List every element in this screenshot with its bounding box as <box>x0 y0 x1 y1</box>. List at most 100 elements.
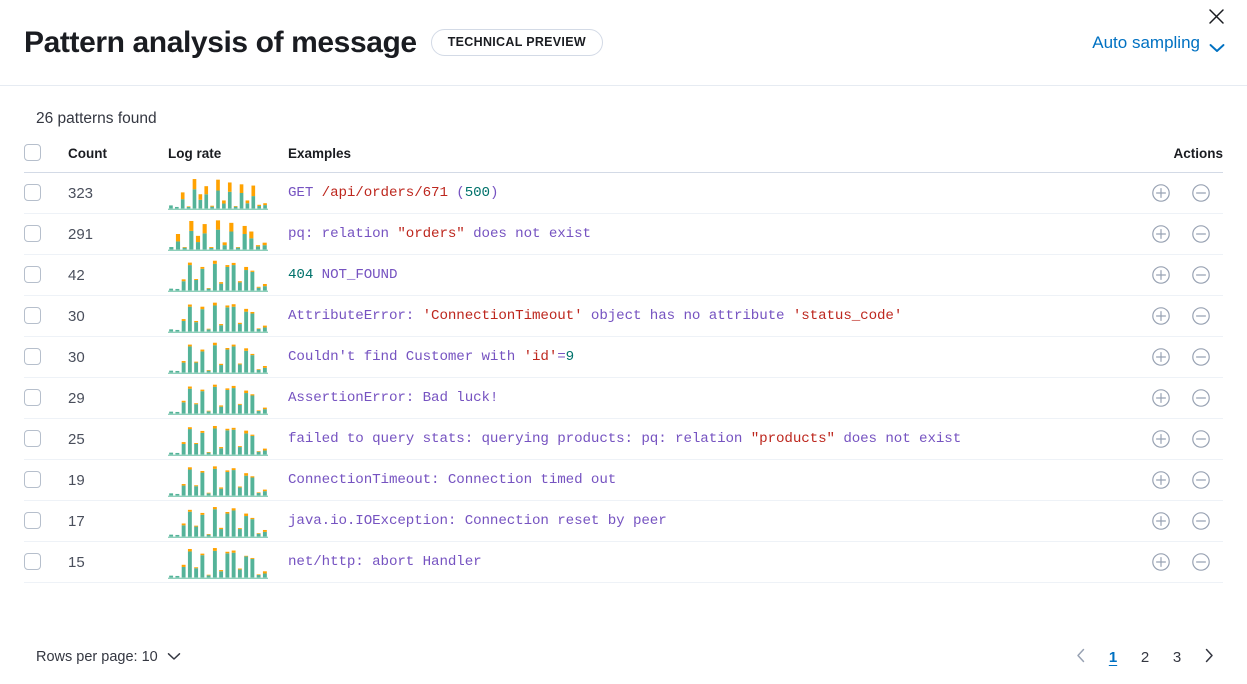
remove-filter-button[interactable] <box>1181 388 1221 408</box>
pagination-page-1[interactable]: 1 <box>1099 643 1127 671</box>
panel-body: 26 patterns found Count Log rate Example… <box>0 86 1247 583</box>
row-select-cell <box>24 254 68 296</box>
row-log-rate-sparkline <box>168 418 288 460</box>
row-example: AssertionError: Bad luck! <box>288 377 1103 419</box>
add-filter-button[interactable] <box>1141 306 1181 326</box>
remove-filter-button[interactable] <box>1181 347 1221 367</box>
header-actions: Auto sampling <box>1092 33 1225 53</box>
row-checkbox[interactable] <box>24 307 41 325</box>
minus-in-circle-icon <box>1191 225 1211 247</box>
row-select-cell <box>24 295 68 337</box>
page-title: Pattern analysis of message <box>24 25 417 59</box>
row-log-rate-sparkline <box>168 500 288 542</box>
pagination-page-2[interactable]: 2 <box>1131 643 1159 671</box>
row-log-rate-sparkline <box>168 172 288 214</box>
row-select-cell <box>24 459 68 501</box>
row-checkbox[interactable] <box>24 348 41 366</box>
column-header-examples: Examples <box>288 144 1103 173</box>
remove-filter-button[interactable] <box>1181 183 1221 203</box>
row-actions <box>1103 213 1223 255</box>
table-row[interactable]: 15 net/http: abort Handler <box>24 541 1223 583</box>
minus-in-circle-icon <box>1191 512 1211 534</box>
pagination-prev-button[interactable] <box>1067 643 1095 671</box>
chevron-down-icon <box>167 649 181 665</box>
plus-in-circle-icon <box>1151 430 1171 452</box>
row-checkbox[interactable] <box>24 553 41 571</box>
remove-filter-button[interactable] <box>1181 265 1221 285</box>
row-example: failed to query stats: querying products… <box>288 418 1103 460</box>
row-checkbox[interactable] <box>24 430 41 448</box>
add-filter-button[interactable] <box>1141 183 1181 203</box>
row-checkbox[interactable] <box>24 389 41 407</box>
plus-in-circle-icon <box>1151 225 1171 247</box>
add-filter-button[interactable] <box>1141 470 1181 490</box>
column-header-select <box>24 144 68 173</box>
row-example: AttributeError: 'ConnectionTimeout' obje… <box>288 295 1103 337</box>
select-all-checkbox[interactable] <box>24 144 41 161</box>
pagination-next-button[interactable] <box>1195 643 1223 671</box>
add-filter-button[interactable] <box>1141 265 1181 285</box>
table-row[interactable]: 291 pq: relation "orders" does not exist <box>24 213 1223 255</box>
row-actions <box>1103 295 1223 337</box>
patterns-table-head: Count Log rate Examples Actions <box>24 144 1223 173</box>
plus-in-circle-icon <box>1151 184 1171 206</box>
minus-in-circle-icon <box>1191 184 1211 206</box>
chevron-left-icon <box>1076 648 1086 667</box>
remove-filter-button[interactable] <box>1181 511 1221 531</box>
row-count: 15 <box>68 541 168 583</box>
add-filter-button[interactable] <box>1141 511 1181 531</box>
minus-in-circle-icon <box>1191 307 1211 329</box>
row-checkbox[interactable] <box>24 266 41 284</box>
minus-in-circle-icon <box>1191 471 1211 493</box>
row-actions <box>1103 459 1223 501</box>
row-example: 404 NOT_FOUND <box>288 254 1103 296</box>
auto-sampling-button[interactable]: Auto sampling <box>1092 33 1225 53</box>
row-actions <box>1103 500 1223 542</box>
row-checkbox[interactable] <box>24 184 41 202</box>
row-checkbox[interactable] <box>24 512 41 530</box>
row-log-rate-sparkline <box>168 377 288 419</box>
row-actions <box>1103 336 1223 378</box>
row-example: Couldn't find Customer with 'id'=9 <box>288 336 1103 378</box>
remove-filter-button[interactable] <box>1181 552 1221 572</box>
remove-filter-button[interactable] <box>1181 429 1221 449</box>
row-example: pq: relation "orders" does not exist <box>288 213 1103 255</box>
row-count: 291 <box>68 213 168 255</box>
row-select-cell <box>24 336 68 378</box>
add-filter-button[interactable] <box>1141 224 1181 244</box>
add-filter-button[interactable] <box>1141 347 1181 367</box>
plus-in-circle-icon <box>1151 553 1171 575</box>
row-select-cell <box>24 418 68 460</box>
patterns-found-count: 26 patterns found <box>36 110 157 127</box>
chevron-down-icon <box>1209 38 1225 52</box>
add-filter-button[interactable] <box>1141 429 1181 449</box>
plus-in-circle-icon <box>1151 307 1171 329</box>
remove-filter-button[interactable] <box>1181 224 1221 244</box>
row-checkbox[interactable] <box>24 225 41 243</box>
plus-in-circle-icon <box>1151 512 1171 534</box>
row-actions <box>1103 418 1223 460</box>
minus-in-circle-icon <box>1191 348 1211 370</box>
technical-preview-badge: TECHNICAL PREVIEW <box>430 29 603 56</box>
row-actions <box>1103 541 1223 583</box>
pagination-page-3[interactable]: 3 <box>1163 643 1191 671</box>
add-filter-button[interactable] <box>1141 552 1181 572</box>
rows-per-page-button[interactable]: Rows per page: 10 <box>24 649 181 665</box>
row-log-rate-sparkline <box>168 295 288 337</box>
close-button[interactable] <box>1204 4 1229 29</box>
remove-filter-button[interactable] <box>1181 306 1221 326</box>
add-filter-button[interactable] <box>1141 388 1181 408</box>
remove-filter-button[interactable] <box>1181 470 1221 490</box>
row-checkbox[interactable] <box>24 471 41 489</box>
row-log-rate-sparkline <box>168 213 288 255</box>
row-example: net/http: abort Handler <box>288 541 1103 583</box>
